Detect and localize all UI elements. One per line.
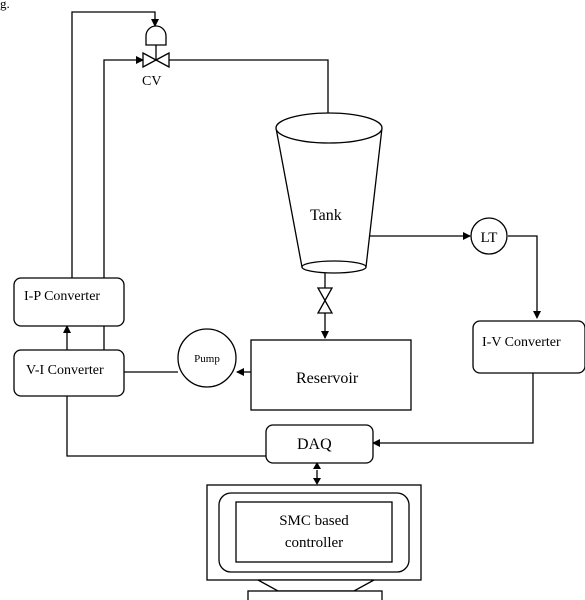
ip-converter-box <box>13 277 125 327</box>
reservoir-box <box>250 339 412 411</box>
tank-body <box>275 127 383 268</box>
iv-to-daq-line <box>372 372 534 447</box>
ip-to-cv-signal-line <box>71 11 159 278</box>
tank-label: Tank <box>310 207 342 224</box>
daq-box <box>265 424 374 464</box>
lt-to-iv-line <box>508 235 541 319</box>
iv-converter-box <box>472 320 585 374</box>
cv-to-tank-pipe <box>166 59 329 113</box>
daq-to-vi-line <box>63 366 266 457</box>
daq-up-arrowhead <box>313 462 321 469</box>
ip-converter-label: I-P Converter <box>24 289 100 304</box>
outlet-hand-valve-icon <box>316 287 334 314</box>
controller-down-arrowhead <box>313 478 321 485</box>
valve-actuator-icon <box>145 25 167 46</box>
lt-label: LT <box>481 230 498 246</box>
controller-label-line2: controller <box>285 535 343 551</box>
pump <box>177 328 237 388</box>
smc-controller-box <box>235 501 393 563</box>
monitor-stand <box>257 579 375 592</box>
iv-converter-label: I-V Converter <box>482 335 561 350</box>
reservoir-label: Reservoir <box>296 370 359 387</box>
figure-caption-fragment: g. <box>0 0 10 11</box>
vi-converter-box <box>13 349 125 397</box>
tank <box>275 112 383 274</box>
pump-to-cv-pipe <box>103 56 178 373</box>
monitor-base <box>247 590 383 600</box>
pump-label: Pump <box>194 353 220 365</box>
vi-converter-label: V-I Converter <box>26 363 104 378</box>
level-transmitter <box>470 217 508 255</box>
daq-label: DAQ <box>297 436 332 453</box>
controller-label-line1: SMC based <box>279 513 349 529</box>
control-valve <box>142 25 170 69</box>
cv-label: CV <box>142 74 161 89</box>
valve-body-icon <box>142 51 170 69</box>
tank-top-rim <box>275 112 383 144</box>
tank-bottom-rim <box>301 260 367 274</box>
